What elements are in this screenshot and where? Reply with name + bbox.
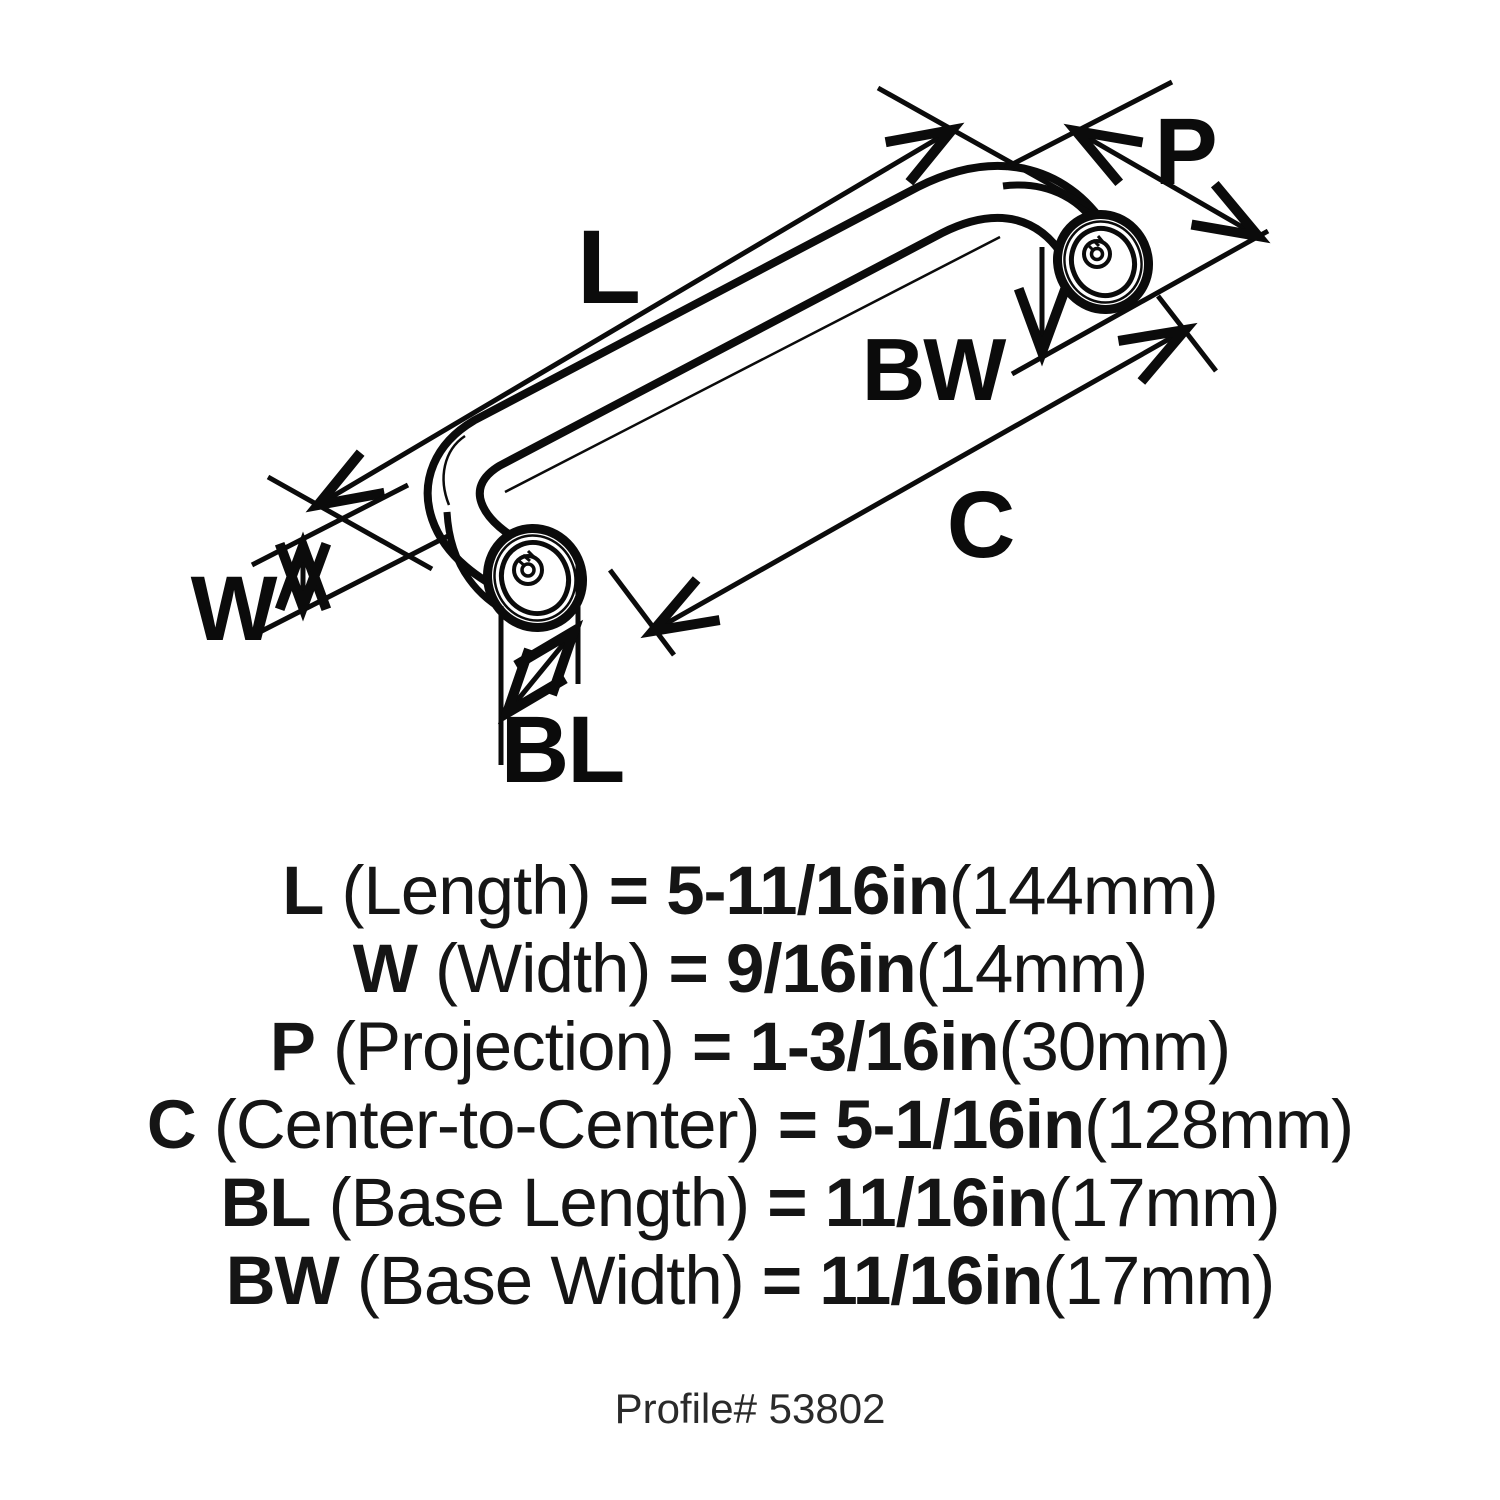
label-W: W: [191, 558, 278, 660]
spec-list: L (Length) = 5-11/16in(144mm) W (Width) …: [0, 852, 1500, 1320]
ext-line-C-right: [1156, 294, 1218, 373]
right-screw-hole-thread: [1089, 246, 1105, 262]
left-base-rosette: [482, 523, 588, 633]
label-P: P: [1154, 99, 1215, 205]
label-L: L: [577, 209, 639, 326]
label-C: C: [947, 472, 1014, 578]
left-thread-hatch: [517, 549, 536, 568]
spec-line: W (Width) = 9/16in(14mm): [352, 930, 1149, 1007]
profile-number: Profile# 53802: [614, 1385, 886, 1432]
label-BL: BL: [501, 697, 624, 803]
dim-line-L: [305, 122, 965, 513]
spec-line: C (Center-to-Center) = 5-1/16in(128mm): [146, 1086, 1354, 1163]
ext-line-P-far: [1003, 79, 1174, 171]
dim-line-P: [1063, 123, 1271, 244]
left-base-rim-lip: [493, 534, 577, 622]
left-screw-hole-thread: [520, 562, 536, 578]
spec-line: BL (Base Length) = 11/16in(17mm): [220, 1164, 1280, 1241]
ext-line-L-lower: [266, 474, 434, 572]
ext-line-L-upper: [876, 85, 1094, 211]
dim-line-BL: [497, 619, 584, 725]
spec-line: L (Length) = 5-11/16in(144mm): [282, 852, 1219, 929]
ext-line-C-left: [608, 568, 676, 657]
spec-line: BW (Base Width) = 11/16in(17mm): [225, 1242, 1275, 1319]
dim-line-C: [640, 322, 1198, 639]
profile-footer: Profile# 53802: [0, 1358, 1500, 1434]
handle-drawing-svg: L P BW C W BL: [191, 79, 1271, 803]
dimension-diagram: L P BW C W BL: [191, 79, 1271, 803]
label-BW: BW: [862, 320, 1007, 419]
spec-line: P (Projection) = 1-3/16in(30mm): [269, 1008, 1231, 1085]
dimension-lines: [250, 79, 1271, 765]
